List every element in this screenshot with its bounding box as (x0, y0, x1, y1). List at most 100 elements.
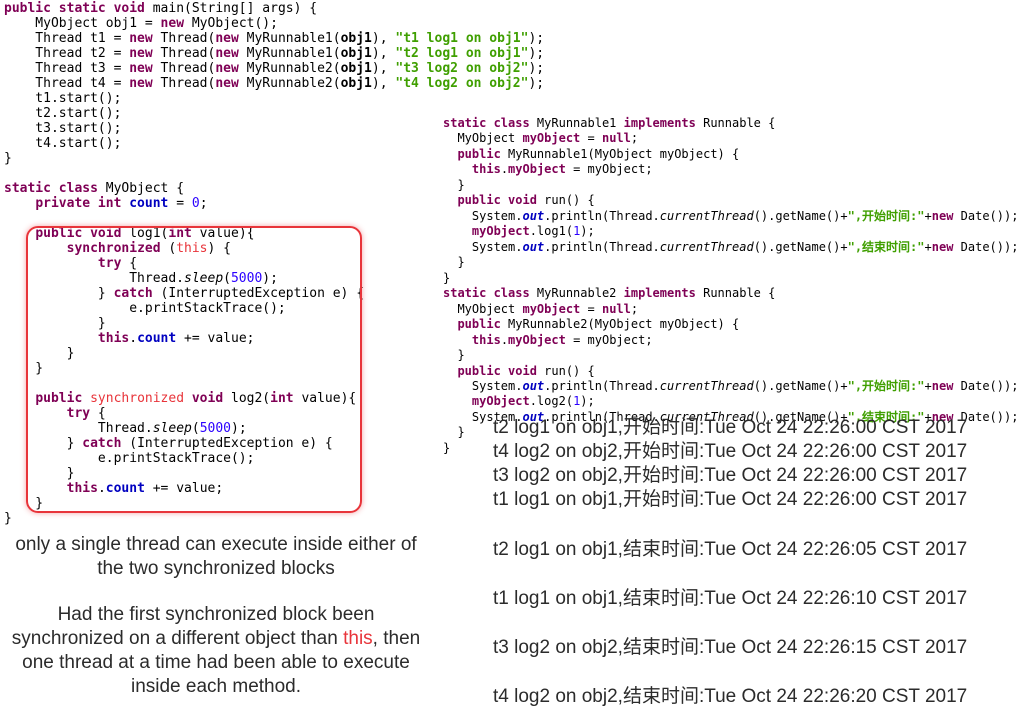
code-token: } (443, 425, 465, 440)
code-token (443, 394, 472, 408)
code-token: static class (443, 286, 530, 301)
code-token: MyRunnable1 (529, 116, 624, 130)
code-token: t3.start(); (4, 121, 122, 136)
code-token: 5000 (230, 271, 263, 286)
code-token: count (129, 196, 169, 211)
code-token: Date()); (953, 409, 1019, 424)
code-token: MyRunnable2( (238, 76, 341, 91)
code-token: new (129, 61, 153, 76)
code-token: try (97, 256, 122, 271)
code-token: count (105, 481, 145, 496)
code-token: new (129, 76, 153, 91)
code-token: MyObject (443, 301, 523, 316)
main-code-block: public static void main(String[] args) {… (4, 1, 544, 526)
code-token: public void (457, 193, 537, 208)
code-token: Date()); (953, 239, 1019, 254)
code-token: = myObject; (565, 332, 653, 347)
code-token: synchronized (66, 241, 161, 256)
code-token (443, 364, 457, 378)
code-token: . (500, 332, 509, 347)
output-line: t1 log1 on obj1,结束时间:Tue Oct 24 22:26:10… (493, 588, 968, 609)
code-token: public (457, 146, 501, 161)
code-token: "t4 log2 on obj2" (395, 76, 529, 91)
code-token: += value; (144, 481, 224, 496)
code-token (4, 241, 67, 256)
code-line: } (4, 511, 544, 526)
note-different-object: Had the first synchronized block been sy… (6, 603, 426, 699)
code-token: t2.start(); (4, 106, 122, 121)
code-token: myObject (471, 394, 530, 409)
code-token: = (580, 301, 602, 316)
code-token: MyRunnable1(MyObject myObject) { (500, 146, 740, 161)
code-token: void (191, 391, 224, 406)
code-token: t1.start(); (4, 91, 122, 106)
code-token: ); (580, 394, 595, 409)
code-token (82, 391, 90, 406)
code-token (4, 481, 67, 496)
code-line: public static void main(String[] args) { (4, 1, 544, 16)
code-token: } (4, 466, 75, 481)
code-token: (InterruptedException e) { (121, 436, 333, 451)
code-line: t2.start(); (4, 106, 544, 121)
code-line: e.printStackTrace(); (4, 451, 544, 466)
code-line: } (443, 178, 1018, 193)
code-token: MyRunnable2 (529, 286, 624, 301)
code-line: System.out.println(Thread.currentThread(… (443, 409, 1019, 425)
note-single-thread: only a single thread can execute inside … (6, 533, 426, 581)
code-line: Thread t3 = new Thread(new MyRunnable2(o… (4, 61, 544, 76)
code-token: } (4, 316, 106, 331)
code-token: ); (528, 61, 545, 76)
code-token: + (924, 409, 932, 424)
code-line: myObject.log1(1); (443, 224, 1018, 239)
code-token: } (4, 511, 12, 526)
code-token: value){ (293, 391, 357, 406)
code-token (4, 256, 98, 271)
code-token: } (443, 255, 465, 270)
code-token: MyObject obj1 = (4, 16, 161, 31)
code-token: new (129, 31, 153, 46)
code-token: new (931, 378, 954, 393)
code-token: static class (4, 181, 98, 196)
code-token: (InterruptedException e) { (152, 286, 365, 301)
code-token: + (924, 208, 932, 223)
code-token: null (601, 301, 631, 316)
code-token: ().getName()+ (753, 208, 848, 223)
code-token: ), (371, 76, 396, 91)
code-token: t4.start(); (4, 136, 122, 151)
code-token: "t1 log1 on obj1" (395, 31, 529, 46)
code-line: public MyRunnable1(MyObject myObject) { (443, 147, 1018, 162)
code-line: try { (4, 406, 544, 421)
code-token: ( (160, 241, 177, 256)
code-token: catch (113, 286, 153, 301)
code-token: Thread( (152, 76, 216, 91)
code-line: } (443, 348, 1018, 363)
code-token: } (443, 177, 465, 192)
code-token: ); (231, 421, 247, 436)
code-token: new (215, 61, 239, 76)
code-line: } (443, 255, 1018, 270)
code-token: Thread t1 = (4, 31, 130, 46)
code-token: ",开始时间:" (847, 378, 925, 393)
code-token: ; (630, 131, 639, 146)
code-token: obj1 (340, 61, 372, 76)
code-token: public void (35, 226, 122, 241)
code-token: Thread. (4, 421, 153, 436)
code-token: myObject (508, 332, 566, 347)
code-token: catch (82, 436, 122, 451)
code-token: new (931, 409, 954, 424)
code-token: ), (371, 31, 396, 46)
code-token: { (90, 406, 106, 421)
code-token: } (4, 361, 44, 376)
runnable-code-block: static class MyRunnable1 implements Runn… (443, 116, 1018, 456)
code-token: .println(Thread. (544, 378, 660, 393)
code-token: currentThread (659, 378, 754, 393)
code-token: ; (630, 301, 639, 316)
code-token: ",结束时间:" (847, 409, 925, 424)
code-token: .println(Thread. (544, 208, 660, 223)
code-token: } (443, 440, 451, 455)
code-token: + (924, 378, 932, 393)
code-line: t4.start(); (4, 136, 544, 151)
code-token: ",结束时间:" (847, 239, 925, 254)
code-token: Thread( (152, 61, 216, 76)
code-line: try { (4, 256, 544, 271)
